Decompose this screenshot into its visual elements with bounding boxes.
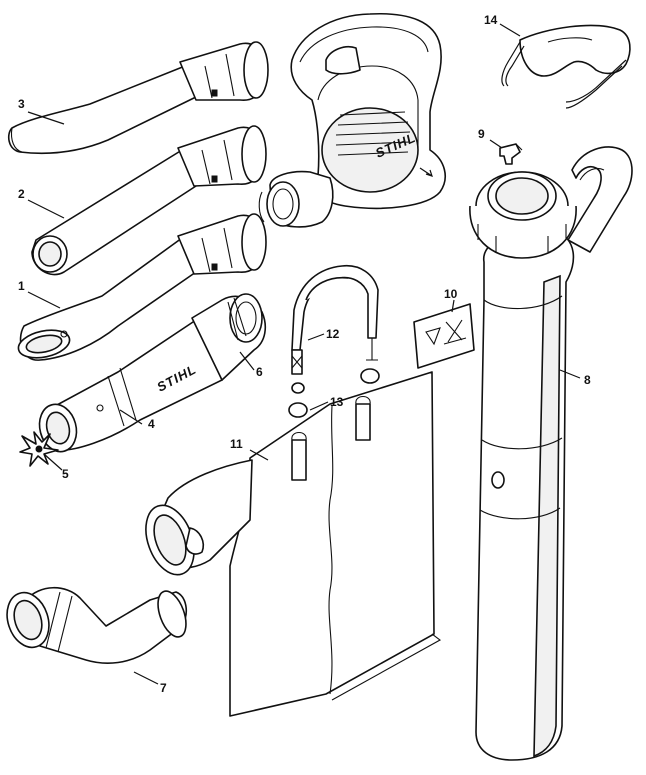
part-14-safety-glasses	[501, 24, 631, 109]
callout-5: 5	[62, 467, 69, 481]
leader-8	[559, 369, 581, 379]
leader-12	[307, 333, 325, 341]
part-7-elbow	[6, 587, 188, 664]
callout-13: 13	[330, 395, 344, 409]
part-4-logo-tube: STIHL	[38, 293, 267, 453]
part-13-rings	[288, 368, 380, 418]
leader-5	[43, 453, 63, 471]
part-1-oval-nozzle-tube	[17, 213, 267, 361]
callout-12: 12	[326, 327, 340, 341]
callout-9: 9	[478, 127, 485, 141]
callout-4: 4	[148, 417, 155, 431]
callout-1: 1	[18, 279, 25, 293]
callout-labels: 3 2 1 4 5 6 7 8 9 10 11 12 13 14	[18, 13, 591, 695]
callout-7: 7	[160, 681, 167, 695]
callout-6: 6	[256, 365, 263, 379]
blower-housing: STIHL	[258, 12, 446, 228]
leader-7	[133, 671, 159, 685]
leader-3	[27, 111, 65, 125]
leader-9	[489, 139, 503, 149]
part-11-collection-bag	[145, 371, 442, 717]
leader-11	[249, 449, 269, 461]
leader-1	[27, 291, 61, 309]
leader-10	[451, 299, 455, 313]
leader-13	[309, 401, 329, 411]
leader-2	[27, 199, 65, 219]
leader-4	[119, 409, 143, 425]
callout-3: 3	[18, 97, 25, 111]
leader-14	[499, 23, 521, 37]
leader-6	[239, 351, 255, 371]
part-9-clip	[499, 143, 523, 165]
callout-10: 10	[444, 287, 458, 301]
callout-2: 2	[18, 187, 25, 201]
part-2-round-tube	[31, 125, 267, 276]
callout-11: 11	[230, 437, 243, 451]
part-8-suction-tube	[469, 146, 633, 761]
part-3-flat-nozzle-tube	[7, 41, 269, 155]
leader-lines	[27, 23, 581, 685]
part-12-shoulder-strap	[291, 265, 379, 375]
callout-8: 8	[584, 373, 591, 387]
part-10-warning-label	[413, 303, 475, 369]
callout-14: 14	[484, 13, 498, 27]
